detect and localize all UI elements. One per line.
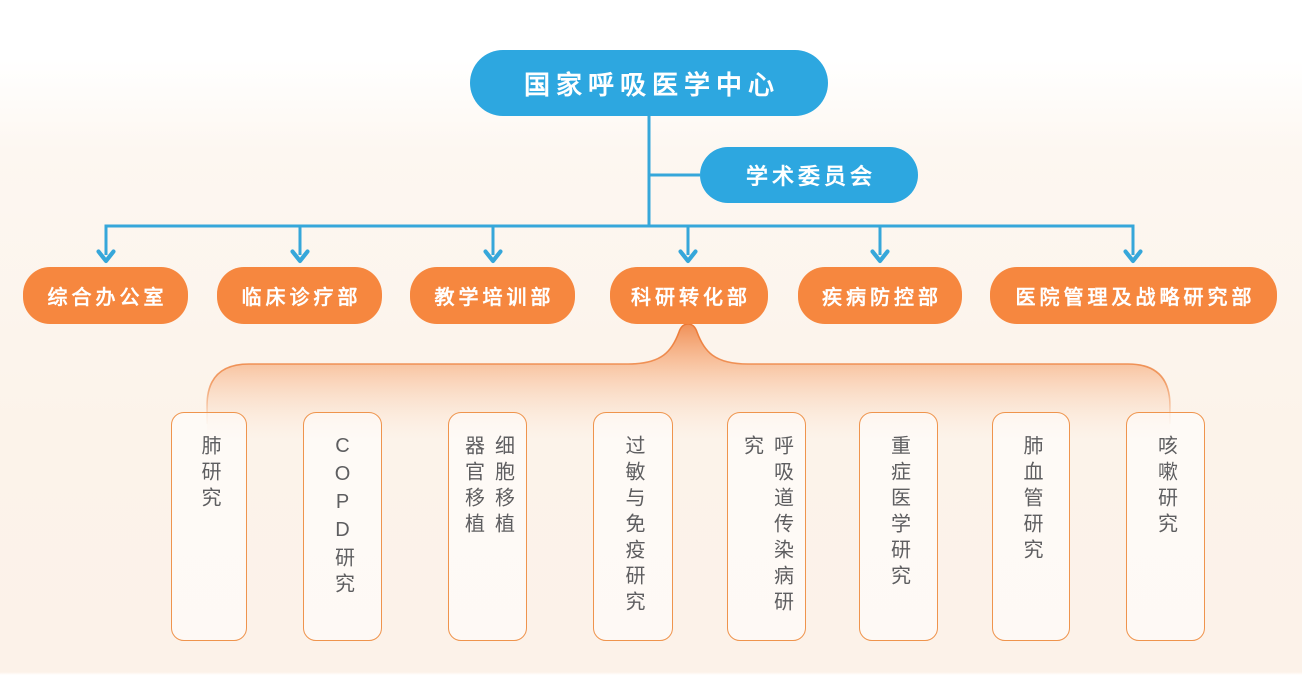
dept-label: 医院管理及战略研究部 — [1015, 287, 1256, 309]
research-label: 重症医学研究 — [887, 435, 910, 591]
dept-label: 教学培训部 — [434, 287, 555, 309]
research-label: 呼吸道传染病研究 — [740, 435, 793, 617]
committee-label: 学术委员会 — [745, 164, 876, 189]
research-label: 细胞移植 器官移植 — [461, 435, 514, 539]
arrowheads — [96, 249, 1143, 264]
node-general-office: 综合办公室 — [23, 267, 188, 324]
hierarchy-lines — [104, 116, 1135, 255]
dept-label: 临床诊疗部 — [241, 287, 362, 309]
research-label: 过敏与免疫研究 — [622, 435, 644, 617]
node-teaching-training: 教学培训部 — [410, 267, 575, 324]
node-respiratory-infectious-disease-research: 呼吸道传染病研究 — [727, 412, 806, 641]
node-disease-prevention-control: 疾病防控部 — [798, 267, 962, 324]
dept-label: 综合办公室 — [47, 287, 168, 309]
node-pulmonary-vascular-research: 肺血管研究 — [992, 412, 1070, 641]
research-label: 肺研究 — [198, 435, 220, 513]
dept-label: 疾病防控部 — [822, 287, 942, 309]
research-label: COPD研究 — [331, 435, 354, 599]
node-allergy-immunology-research: 过敏与免疫研究 — [593, 412, 673, 641]
node-hospital-management-strategy: 医院管理及战略研究部 — [990, 267, 1277, 324]
node-research-translation: 科研转化部 — [610, 267, 768, 324]
node-critical-care-research: 重症医学研究 — [859, 412, 938, 641]
dept-label: 科研转化部 — [631, 287, 751, 309]
research-label: 肺血管研究 — [1020, 435, 1042, 565]
node-cell-organ-transplant: 细胞移植 器官移植 — [448, 412, 527, 641]
root-label: 国家呼吸医学中心 — [523, 69, 780, 100]
node-cough-research: 咳嗽研究 — [1126, 412, 1205, 641]
node-national-respiratory-medical-center: 国家呼吸医学中心 — [470, 50, 828, 116]
research-label: 咳嗽研究 — [1154, 435, 1177, 539]
node-copd-research: COPD研究 — [303, 412, 382, 641]
node-academic-committee: 学术委员会 — [700, 147, 918, 203]
node-clinical-diagnosis-treatment: 临床诊疗部 — [217, 267, 382, 324]
node-lung-research: 肺研究 — [171, 412, 247, 641]
